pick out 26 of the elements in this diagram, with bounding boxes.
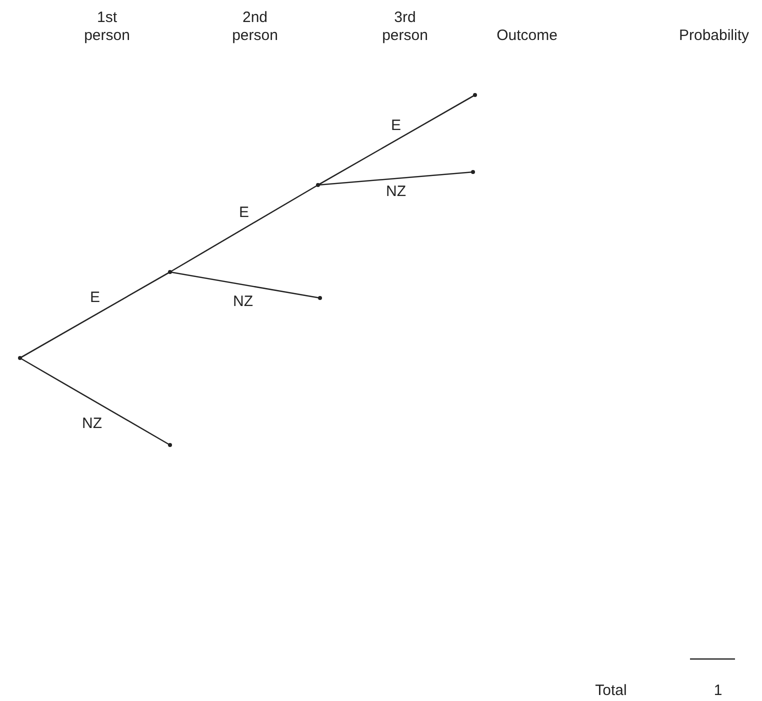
total-label: Total <box>595 682 627 700</box>
branch-point <box>168 443 172 447</box>
tree-branch <box>20 271 170 359</box>
branch-point <box>18 356 22 360</box>
tree-branch <box>170 184 318 273</box>
branch-point <box>471 170 475 174</box>
edge-label: NZ <box>233 293 253 311</box>
total-value: 1 <box>714 682 722 700</box>
tree-branch <box>318 94 476 186</box>
edge-label: E <box>391 117 401 135</box>
tree-branch <box>318 171 474 186</box>
branch-point <box>473 93 477 97</box>
column-header: 1st person <box>83 9 131 45</box>
branch-point <box>168 270 172 274</box>
edge-label: E <box>239 204 249 222</box>
branch-point <box>318 296 322 300</box>
tree-branch <box>20 357 170 446</box>
column-header: Probability <box>678 27 750 45</box>
tree-branch <box>170 271 320 299</box>
column-header: 3rd person <box>381 9 429 45</box>
branch-point <box>316 183 320 187</box>
column-header: Outcome <box>496 27 558 45</box>
column-header: 2nd person <box>231 9 279 45</box>
edge-label: E <box>90 289 100 307</box>
edge-label: NZ <box>386 183 406 201</box>
edge-label: NZ <box>82 415 102 433</box>
